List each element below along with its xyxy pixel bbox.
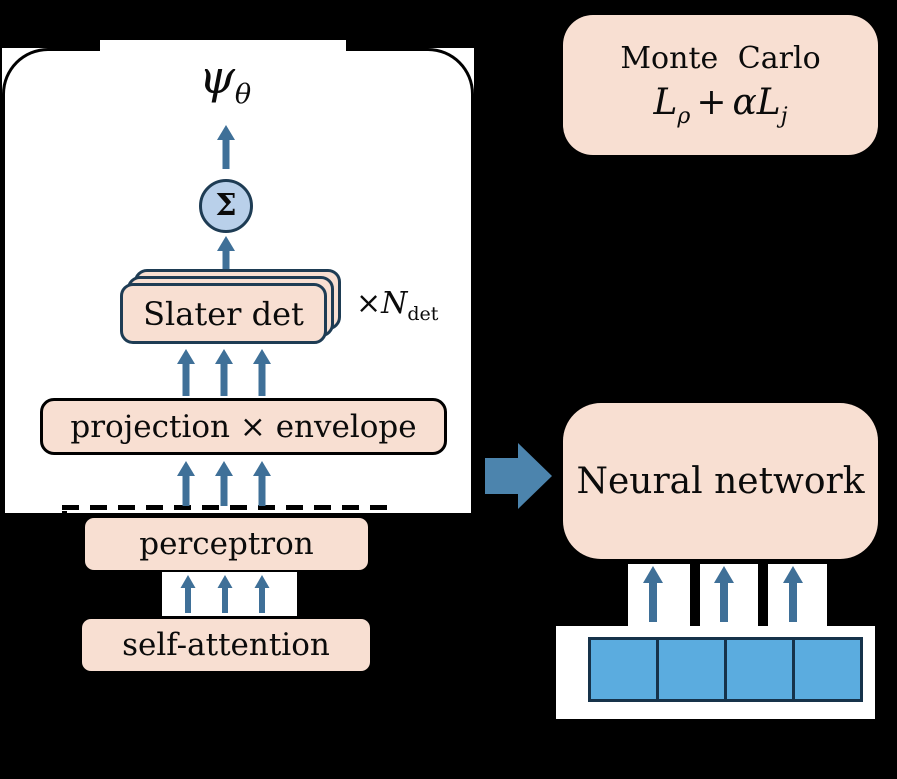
up-arrow-icon xyxy=(217,125,235,169)
up-arrow-icon xyxy=(253,349,271,396)
input-cell xyxy=(588,637,659,702)
input-cell xyxy=(724,637,795,702)
slater-det-label: Slater det xyxy=(143,294,304,333)
up-arrow-icon xyxy=(714,566,734,622)
projection-envelope-box: projection × envelope xyxy=(40,398,447,455)
arrow-backdrop xyxy=(162,572,297,616)
sigma-symbol: Σ xyxy=(215,188,237,223)
loss-L-j: L xyxy=(756,82,781,123)
slater-det-box: Slater det xyxy=(120,283,327,344)
dashed-line-corner xyxy=(62,511,67,518)
loss-alpha: α xyxy=(732,82,757,123)
psi-theta-label: ψθ xyxy=(125,50,325,110)
sum-node: Σ xyxy=(199,179,253,233)
up-arrow-icon xyxy=(215,349,233,396)
up-arrow-icon xyxy=(783,566,803,622)
perceptron-label: perceptron xyxy=(139,526,314,562)
n-symbol: N xyxy=(381,286,408,321)
neural-network-label: Neural network xyxy=(576,460,865,502)
loss-j-subscript: j xyxy=(780,104,788,129)
n-det-multiplier: ×Ndet xyxy=(356,286,476,325)
panel-top-notch xyxy=(100,40,346,55)
up-arrow-icon xyxy=(253,461,271,506)
up-arrow-icon xyxy=(254,575,270,613)
monte-carlo-title: Monte Carlo xyxy=(620,41,821,76)
psi-symbol: ψ xyxy=(198,50,235,104)
up-arrow-icon xyxy=(177,349,195,396)
up-arrow-icon xyxy=(180,575,196,613)
arrow-backdrop xyxy=(700,564,758,626)
up-arrow-icon xyxy=(217,575,233,613)
up-arrow-icon xyxy=(215,461,233,506)
perceptron-box: perceptron xyxy=(85,518,368,570)
up-arrow-icon xyxy=(217,236,235,284)
projection-envelope-label: projection × envelope xyxy=(70,408,417,445)
psi-subscript: θ xyxy=(234,79,252,110)
times-symbol: × xyxy=(356,286,382,321)
plus-symbol: + xyxy=(696,82,727,123)
neural-network-box: Neural network xyxy=(563,403,878,559)
self-attention-box: self-attention xyxy=(82,619,370,671)
up-arrow-icon xyxy=(643,566,663,622)
monte-carlo-box: Monte Carlo Lρ+αLj xyxy=(563,15,878,155)
right-arrow-icon xyxy=(485,443,552,509)
input-cell xyxy=(792,637,863,702)
dashed-boundary-line xyxy=(62,505,390,510)
input-cell-row xyxy=(588,637,863,702)
loss-L-rho: L xyxy=(653,82,678,123)
input-cell xyxy=(656,637,727,702)
n-det-subscript: det xyxy=(407,303,439,325)
self-attention-label: self-attention xyxy=(122,627,330,663)
arrow-backdrop xyxy=(628,564,690,626)
loss-rho-subscript: ρ xyxy=(677,104,691,129)
up-arrow-icon xyxy=(177,461,195,506)
loss-formula: Lρ+αLj xyxy=(653,82,787,129)
